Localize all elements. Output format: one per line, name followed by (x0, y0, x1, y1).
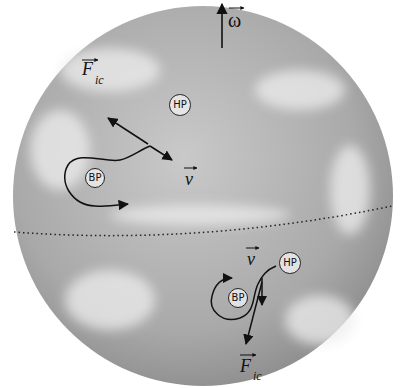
coriolis-arrow (108, 118, 148, 144)
velocity-arrow (150, 146, 172, 160)
pressure-label: HP (283, 258, 297, 268)
pressure-circle: HP (169, 94, 191, 116)
cloud-pattern (30, 48, 370, 345)
vector-symbol: F (240, 357, 251, 375)
vector-symbol: v (185, 170, 193, 188)
flow-curve (65, 146, 150, 206)
vector-symbol: v (247, 250, 255, 268)
pressure-label: HP (173, 100, 187, 110)
vector-mark (246, 248, 259, 249)
flow-curve (211, 266, 276, 319)
equator-line (14, 206, 392, 236)
vector-symbol: F (82, 60, 93, 78)
earth-globe (13, 6, 393, 386)
vector-mark (184, 168, 197, 169)
pressure-circle: HP (279, 252, 301, 274)
vector-mark (240, 355, 256, 356)
vector-mark (229, 8, 244, 9)
subscript-label: ic (253, 370, 262, 382)
pressure-label: BP (89, 173, 102, 183)
rotation-arrow (221, 4, 223, 48)
coriolis-arrow (246, 282, 262, 344)
subscript-label: ic (95, 74, 104, 86)
vector-symbol: ω (228, 10, 241, 30)
pressure-label: BP (232, 293, 245, 303)
